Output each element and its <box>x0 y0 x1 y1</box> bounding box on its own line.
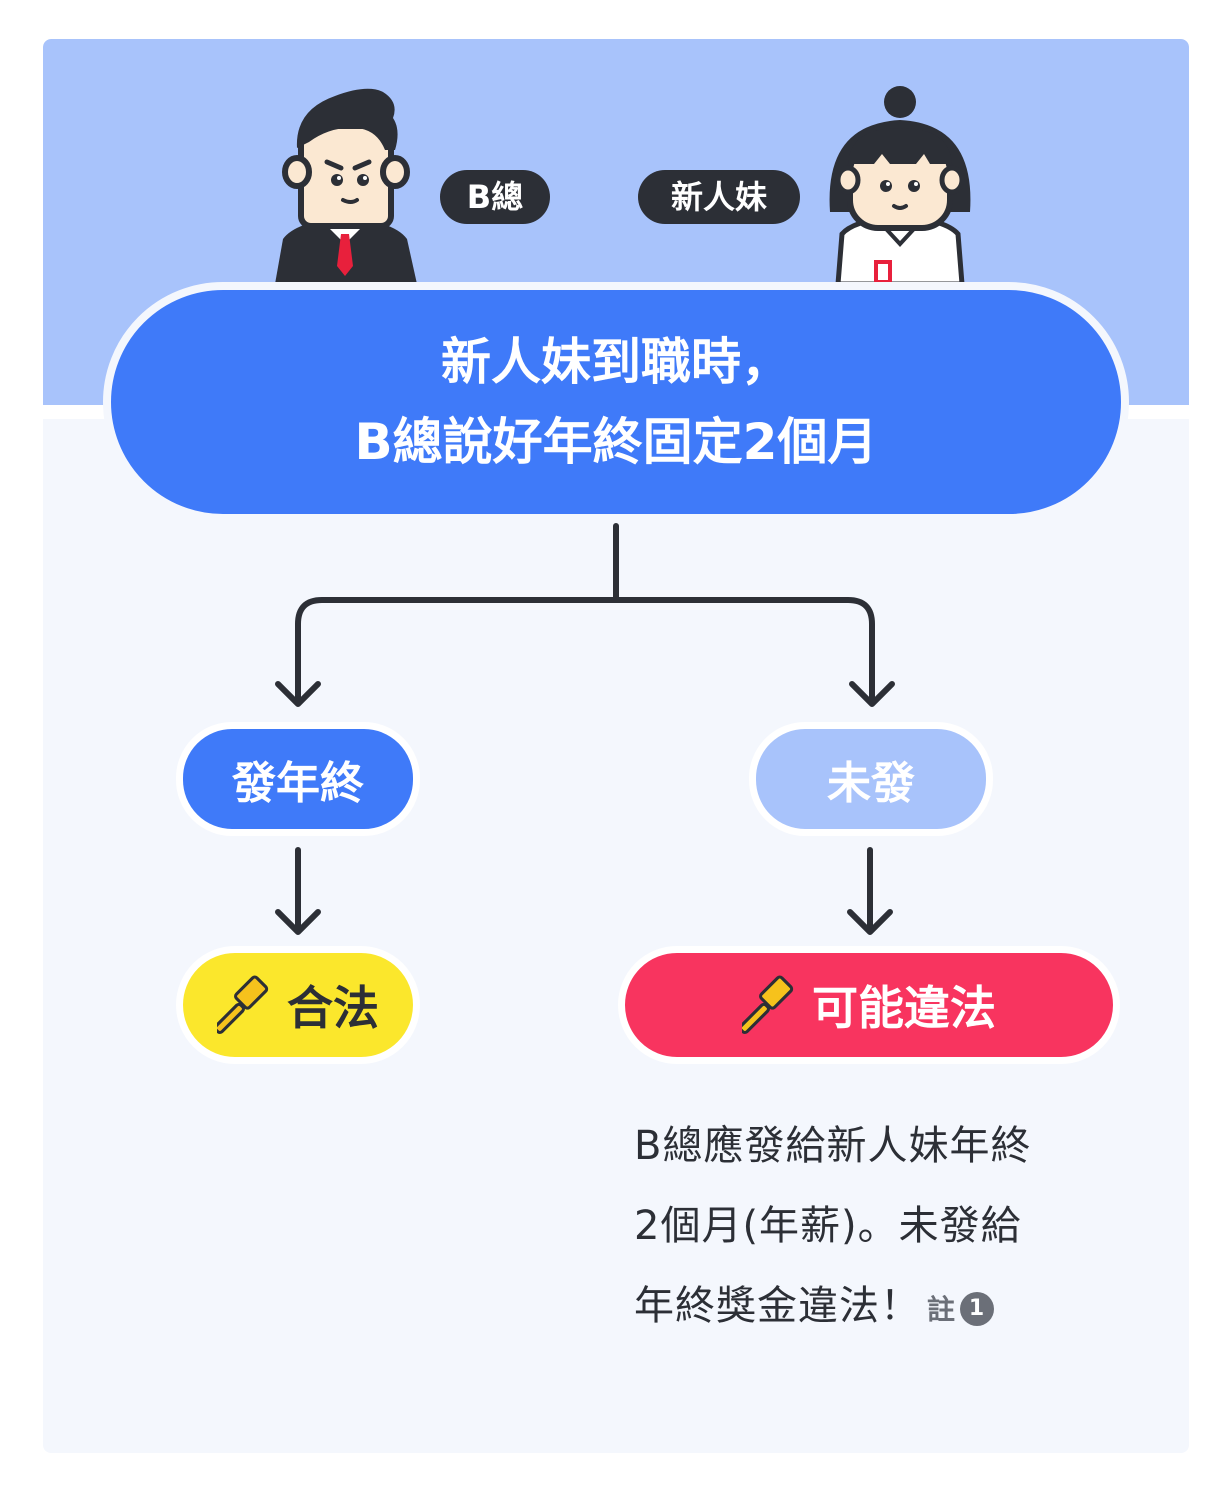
note-line2: 2個月(年薪)。未發給 <box>634 1203 1022 1249</box>
pay-bonus-node: 發年終 <box>176 722 420 836</box>
new-girl-character <box>829 86 971 284</box>
arrowhead-right-lower <box>847 909 893 935</box>
footnote-ref-label[interactable]: 註 <box>927 1293 957 1326</box>
note-line1: B總應發給新人妹年終 <box>634 1123 1032 1169</box>
illegal-node: 可能違法 <box>618 946 1120 1064</box>
arrowhead-left-lower <box>275 909 321 935</box>
boss-character <box>275 88 417 284</box>
main-statement-line1: 新人妹到職時， <box>441 333 791 391</box>
main-statement-line2: B總說好年終固定2個月 <box>354 413 878 471</box>
branch-right-line <box>613 597 875 705</box>
legal-node: 合法 <box>176 946 420 1064</box>
arrowhead-left-top <box>275 681 321 707</box>
gavel-icon <box>742 975 794 1035</box>
no-pay-node: 未發 <box>749 722 993 836</box>
no-pay-label: 未發 <box>827 758 915 809</box>
footnote-ref-number[interactable]: 1 <box>960 1292 995 1326</box>
note-line3: 年終獎金違法！ <box>634 1283 921 1329</box>
boss-label: B總 <box>440 170 550 224</box>
girl-label: 新人妹 <box>638 170 800 224</box>
main-statement: 新人妹到職時， B總說好年終固定2個月 <box>103 282 1129 522</box>
arrowhead-right-top <box>849 681 895 707</box>
illegal-label: 可能違法 <box>812 981 996 1035</box>
gavel-icon <box>217 975 269 1035</box>
pay-bonus-label: 發年終 <box>232 758 364 809</box>
branch-left-line <box>295 597 619 705</box>
legal-label: 合法 <box>287 981 379 1035</box>
